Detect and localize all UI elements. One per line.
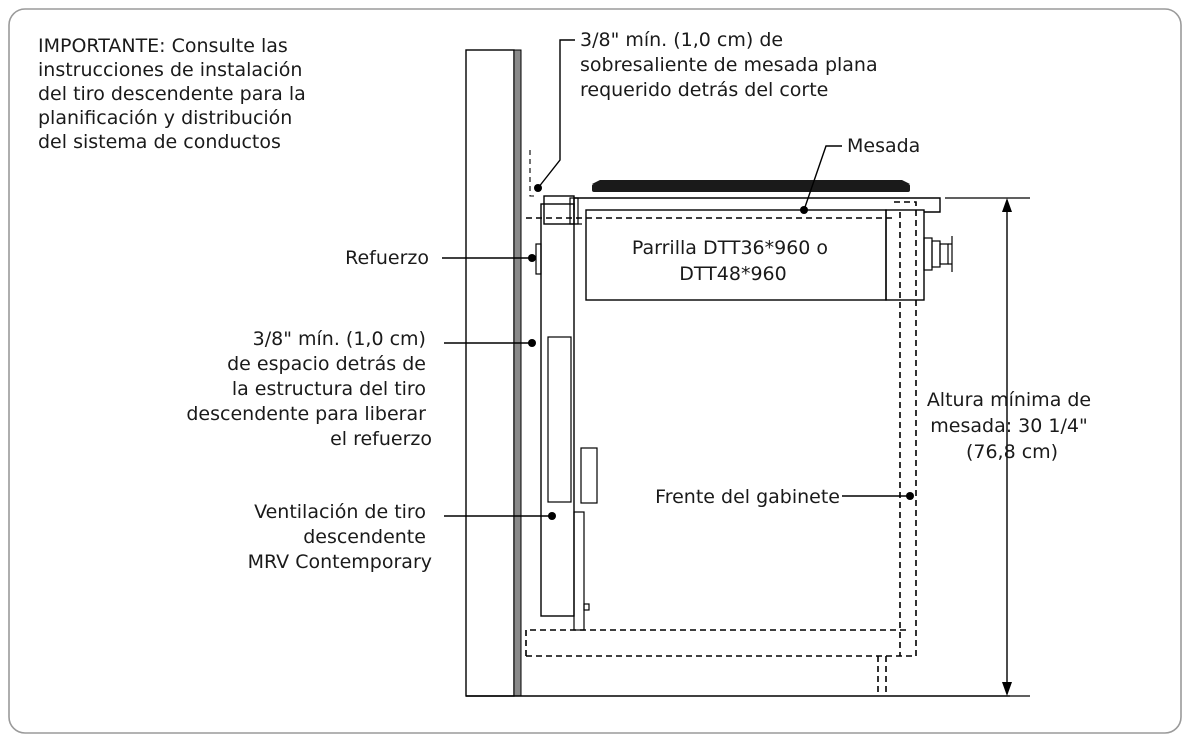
- wall: [465, 49, 1010, 697]
- overhang-label: 3/8" mín. (1,0 cm) de sobresaliente de m…: [580, 29, 884, 101]
- brace-label: Refuerzo: [345, 247, 429, 269]
- downdraft-vent: [540, 195, 598, 631]
- wall-surface: [513, 49, 522, 697]
- overhang-dashed-lines: [529, 150, 538, 197]
- height-dimension: [945, 197, 1030, 697]
- important-note: IMPORTANTE: Consulte las instrucciones d…: [38, 35, 312, 153]
- cabinet-outline: [525, 201, 917, 696]
- cooktop-knob: [923, 236, 953, 272]
- clearance-label: 3/8" mín. (1,0 cm) de espacio detrás de …: [186, 328, 432, 450]
- cooktop-glass: [592, 180, 910, 192]
- diagram-frame: [8, 8, 1182, 734]
- vent-label: Ventilación de tiro descendente MRV Cont…: [248, 501, 432, 573]
- dimension-arrow-top: [1002, 198, 1012, 212]
- countertop-label: Mesada: [847, 135, 920, 157]
- leaders: [442, 39, 914, 520]
- dimension-arrow-bottom: [1002, 682, 1012, 696]
- height-label: Altura mínima de mesada: 30 1/4" (76,8 c…: [927, 389, 1097, 463]
- cabinet-front-label: Frente del gabinete: [655, 486, 840, 508]
- cooktop-label: Parrilla DTT36*960 o DTT48*960: [632, 237, 834, 285]
- brace: [535, 243, 542, 275]
